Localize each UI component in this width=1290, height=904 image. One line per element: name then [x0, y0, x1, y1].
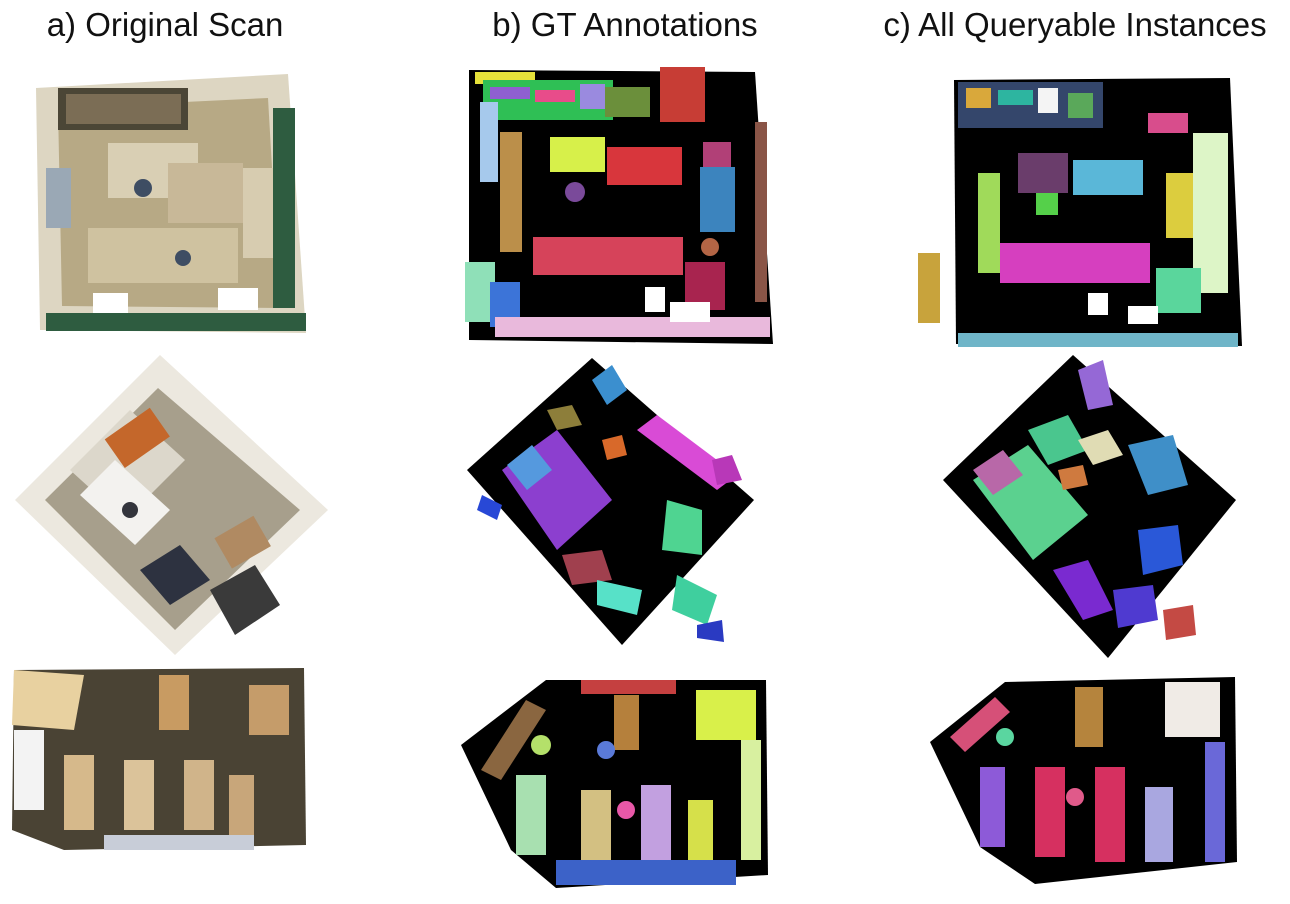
original-scan-room-2 — [15, 355, 328, 655]
original-scan-room-3 — [12, 668, 306, 850]
original-scan-room-1 — [36, 74, 306, 333]
queryable-instances-room-1 — [918, 78, 1242, 347]
gt-annotations-room-1 — [465, 67, 773, 344]
gt-annotations-room-3 — [461, 680, 768, 888]
column-title-original-scan: a) Original Scan — [46, 6, 284, 43]
gt-annotations-room-2 — [467, 358, 754, 645]
column-title-gt-annotations: b) GT Annotations — [492, 6, 758, 43]
column-title-queryable-instances: c) All Queryable Instances — [883, 6, 1267, 43]
queryable-instances-room-3 — [930, 677, 1237, 884]
queryable-instances-room-2 — [943, 355, 1236, 658]
